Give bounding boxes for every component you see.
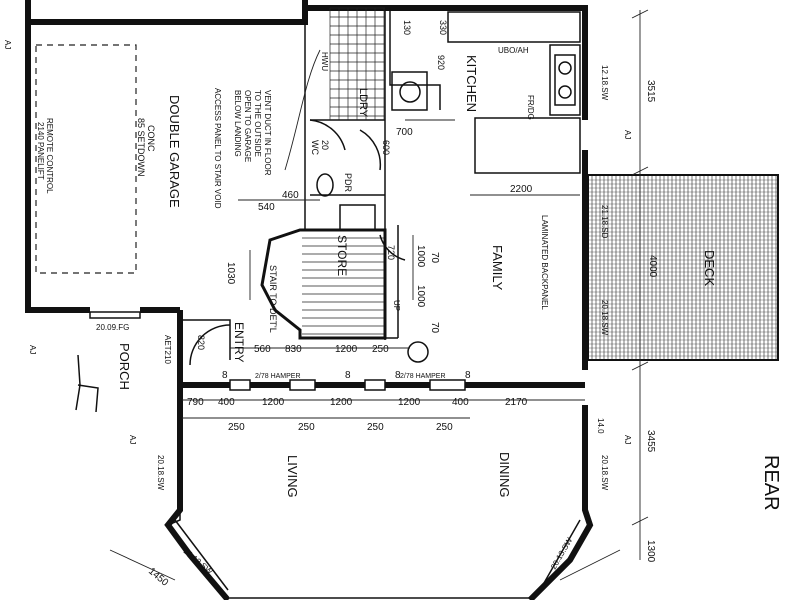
dim-250-e: 250: [436, 422, 453, 433]
dim-70-a: 70: [429, 252, 440, 264]
fridge-label: FR/DG: [526, 95, 535, 120]
dim-1000-b: 1000: [415, 285, 426, 308]
dim-830: 830: [285, 344, 302, 355]
window-w7: 20.09.FG: [96, 323, 129, 332]
dim-8-d: 8: [465, 370, 471, 381]
dimension-lines: [109, 9, 649, 581]
pdr-label: PDR: [343, 173, 353, 193]
dim-400-a: 400: [218, 397, 235, 408]
dim-1200-a: 1200: [335, 344, 358, 355]
dim-600: 600: [381, 140, 391, 155]
vent-note-line-1: VENT DUCT IN FLOOR: [263, 90, 272, 176]
hamper-2: 2/78 HAMPER: [400, 373, 446, 380]
aj-1: AJ: [623, 130, 632, 139]
hwu-label: HWU: [320, 52, 329, 71]
ldry-label: LDRY: [357, 88, 369, 118]
dim-250-b: 250: [228, 422, 245, 433]
living-label: LIVING: [285, 455, 300, 498]
backpanel-label: LAMINATED BACKPANEL: [540, 215, 549, 310]
up-label: UP: [392, 300, 401, 311]
dim-1300: 1300: [645, 540, 656, 563]
window-w3: 20.18.SW: [600, 300, 609, 336]
dim-4000: 4000: [647, 255, 658, 278]
store-label: STORE: [335, 235, 349, 276]
laundry-tiles: [329, 7, 385, 120]
dim-70-b: 70: [429, 322, 440, 334]
vent-note-line-4: BELOW LANDING: [233, 90, 242, 157]
dim-1450: 1450: [146, 566, 170, 589]
vent-note: VENT DUCT IN FLOOR TO THE OUTSIDE OPEN T…: [213, 88, 272, 209]
dim-540: 540: [258, 202, 275, 213]
dim-250-c: 250: [298, 422, 315, 433]
dim-560: 560: [254, 344, 271, 355]
vent-leader: [284, 49, 321, 171]
dim-400-b: 400: [452, 397, 469, 408]
dim-8-c: 8: [395, 370, 401, 381]
panelift-label: 2140 PANELIFT: [36, 122, 45, 180]
deck-label: DECK: [702, 250, 717, 286]
remote-control-label: REMOTE CONTROL: [45, 118, 54, 194]
aj-4: AJ: [28, 345, 37, 354]
dim-250-d: 250: [367, 422, 384, 433]
dim-20: 20: [320, 140, 330, 150]
dim-8-b: 8: [345, 370, 351, 381]
dim-920: 920: [436, 55, 446, 70]
dim-1030: 1030: [225, 262, 236, 285]
dim-1000-a: 1000: [415, 245, 426, 268]
vent-note-line-2: TO THE OUTSIDE: [253, 90, 262, 157]
uboah-label: UBO/AH: [498, 46, 529, 55]
dim-2200: 2200: [510, 184, 533, 195]
garage-label: DOUBLE GARAGE: [167, 95, 182, 208]
window-w4: 20.18.SW: [600, 455, 609, 491]
vent-note-line-3: OPEN TO GARAGE: [243, 90, 252, 162]
garage-conc-label: CONC: [146, 125, 156, 152]
dim-330: 330: [438, 20, 448, 35]
porch: [75, 311, 141, 413]
dining-label: DINING: [497, 452, 512, 498]
dim-3455: 3455: [645, 430, 656, 453]
room-labels: DOUBLE GARAGE CONC 85 SETDOWN REMOTE CON…: [36, 46, 782, 511]
kitchen-block-walls: [302, 0, 588, 340]
deck: [587, 174, 779, 361]
stair-detail-label: STAIR TO DET'L: [268, 265, 278, 333]
dim-250-a: 250: [372, 344, 389, 355]
garage-setdown-label: 85 SETDOWN: [136, 118, 146, 177]
dim-130: 130: [402, 20, 412, 35]
dimension-labels: 3515 3455 1300 2200 4000 700 540 460 103…: [146, 20, 658, 589]
family-label: FAMILY: [490, 245, 505, 291]
dim-1200-d: 1200: [398, 397, 421, 408]
dim-1200-c: 1200: [330, 397, 353, 408]
wc-label: WC: [310, 140, 320, 155]
aj-5: AJ: [3, 40, 12, 49]
dim-720: 720: [386, 245, 396, 260]
window-w1: 12.18.SW: [600, 65, 609, 101]
dim-820: 820: [196, 335, 206, 350]
dim-8-a: 8: [222, 370, 228, 381]
staircase: [260, 225, 399, 340]
rear-label: REAR: [760, 455, 782, 511]
dim-460: 460: [282, 190, 299, 201]
dim-1200-b: 1200: [262, 397, 285, 408]
main-walls: [164, 175, 594, 600]
dim-3515: 3515: [645, 80, 656, 103]
aj-3: AJ: [128, 435, 137, 444]
window-w5: 20.18.SW: [156, 455, 165, 491]
dim-2170: 2170: [505, 397, 528, 408]
hamper-1: 2/78 HAMPER: [255, 373, 301, 380]
window-w9: 14.0: [596, 418, 605, 434]
porch-label: PORCH: [117, 343, 132, 390]
window-w2: 21.18.SD: [600, 205, 609, 239]
dim-790: 790: [187, 397, 204, 408]
vent-note-line-5: ACCESS PANEL TO STAIR VOID: [213, 88, 222, 209]
kitchen-label: KITCHEN: [464, 55, 479, 112]
entry-label: ENTRY: [232, 322, 246, 362]
dim-700: 700: [396, 127, 413, 138]
aet-label: AET210: [163, 335, 172, 364]
aj-2: AJ: [623, 435, 632, 444]
